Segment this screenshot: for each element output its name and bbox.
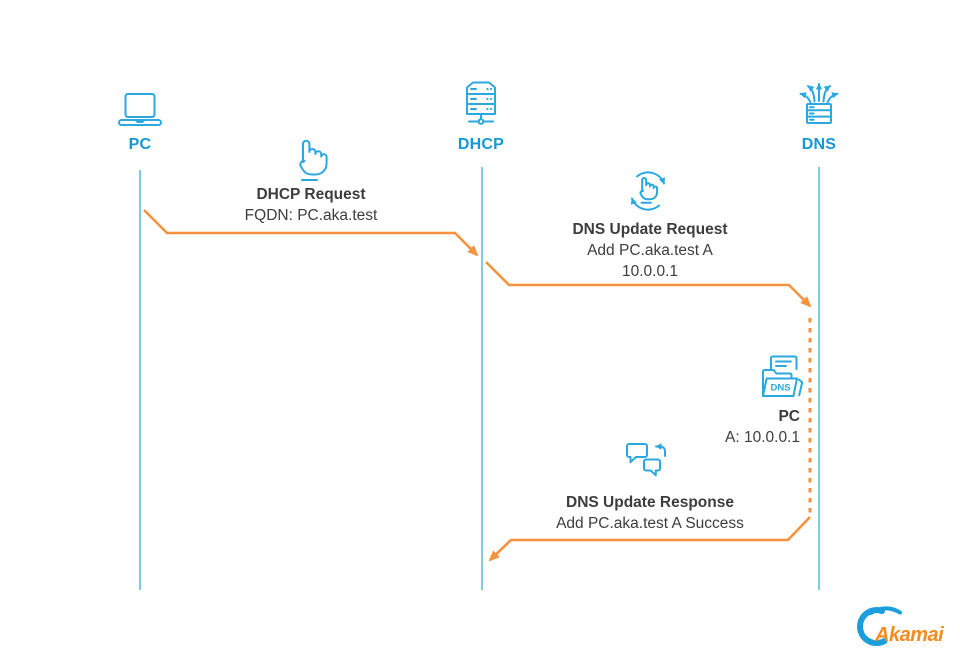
actor-dns: DNS <box>779 76 859 154</box>
lifeline-dhcp <box>481 167 483 590</box>
dns-folder-label: DNS <box>770 383 790 394</box>
message-dns-update-response: DNS Update Response Add PC.aka.test A Su… <box>500 492 800 534</box>
actor-dhcp: DHCP <box>441 80 521 154</box>
message-dns-update-request: DNS Update Request Add PC.aka.test A 10.… <box>530 219 770 282</box>
akamai-logo-text: Akamai <box>874 624 944 646</box>
message-detail: 10.0.0.1 <box>621 263 679 280</box>
update-hand-icon <box>630 171 666 211</box>
dns-server-icon <box>799 83 839 124</box>
message-title: DHCP Request <box>256 186 366 203</box>
laptop-icon <box>118 93 162 126</box>
actor-label-dhcp: DHCP <box>457 136 505 153</box>
message-title: DNS Update Response <box>566 494 734 511</box>
dns-folder-icon: DNS <box>762 355 804 397</box>
actor-label-dns: DNS <box>801 136 837 153</box>
message-title: DNS Update Request <box>572 221 728 238</box>
lifeline-pc <box>139 170 141 590</box>
actor-pc: PC <box>100 92 180 154</box>
dns-record-annotation: PC A: 10.0.0.1 <box>640 406 800 448</box>
actor-label-pc: PC <box>128 136 152 153</box>
server-icon <box>466 81 496 125</box>
tap-hand-icon <box>299 139 328 181</box>
lifeline-dns <box>818 167 820 590</box>
record-title: PC <box>778 408 800 425</box>
message-dhcp-request: DHCP Request FQDN: PC.aka.test <box>201 184 421 226</box>
message-detail: Add PC.aka.test A <box>587 242 713 259</box>
message-detail: FQDN: PC.aka.test <box>244 207 378 224</box>
chat-reply-icon <box>626 443 666 477</box>
akamai-logo: Akamai <box>857 606 945 646</box>
record-value: A: 10.0.0.1 <box>725 429 800 446</box>
message-detail: Add PC.aka.test A Success <box>556 515 744 532</box>
